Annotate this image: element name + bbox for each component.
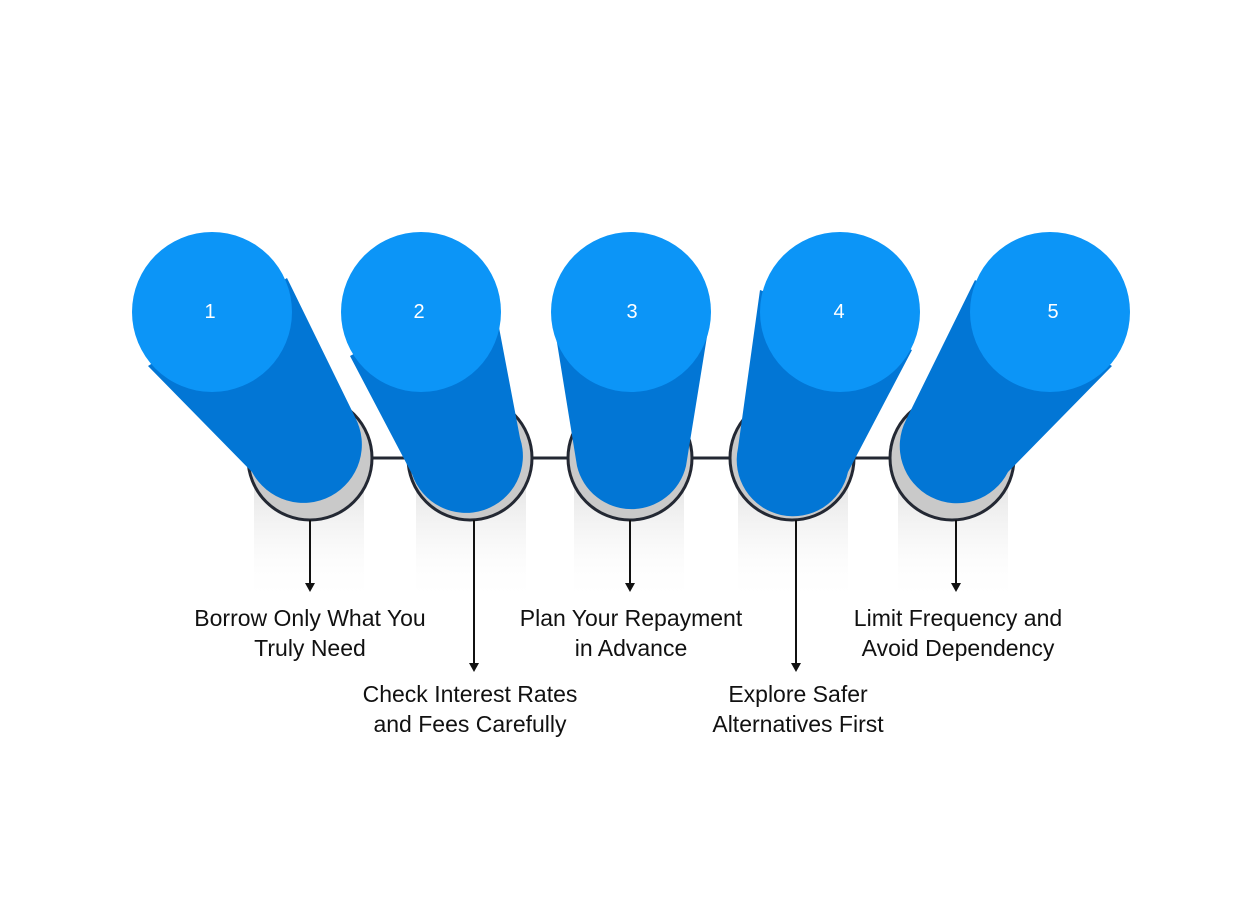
step-1-number: 1	[204, 301, 215, 323]
step-3-label-line-1: Plan Your Repayment	[519, 605, 743, 631]
step-5-number: 5	[1047, 301, 1058, 323]
step-4-cylinder-cap	[760, 232, 920, 392]
step-4-arrow-head	[791, 663, 801, 672]
step-5-label-line-2: Avoid Dependency	[861, 635, 1055, 661]
step-3-arrow-head	[625, 583, 635, 592]
step-5-arrow-head	[951, 583, 961, 592]
step-1-cylinder-cap	[132, 232, 292, 392]
step-3: 3	[551, 232, 711, 603]
step-2-label-line-1: Check Interest Rates	[362, 681, 578, 707]
step-3-label: Plan Your Repayment in Advance	[481, 603, 781, 663]
step-1-label-line-2: Truly Need	[254, 635, 366, 661]
step-1: 1	[132, 232, 374, 603]
step-2-label: Check Interest Rates and Fees Carefully	[320, 679, 620, 739]
step-5-cylinder-cap	[970, 232, 1130, 392]
step-3-number: 3	[626, 301, 637, 323]
step-4-number: 4	[833, 301, 844, 323]
step-1-label-line-1: Borrow Only What You	[194, 605, 426, 631]
step-2-label-line-2: and Fees Carefully	[373, 711, 567, 737]
step-2-arrow-head	[469, 663, 479, 672]
step-5-label: Limit Frequency and Avoid Dependency	[808, 603, 1108, 663]
step-3-label-line-2: in Advance	[574, 635, 688, 661]
step-4: 4	[728, 232, 920, 672]
step-4-label-line-2: Alternatives First	[712, 711, 884, 737]
step-4-label-line-1: Explore Safer	[728, 681, 868, 707]
step-2: 2	[341, 232, 534, 672]
step-2-number: 2	[413, 301, 424, 323]
step-4-label: Explore Safer Alternatives First	[648, 679, 948, 739]
step-3-cylinder-cap	[551, 232, 711, 392]
step-2-cylinder-cap	[341, 232, 501, 392]
step-5: 5	[888, 232, 1130, 603]
step-1-arrow-head	[305, 583, 315, 592]
step-5-label-line-1: Limit Frequency and	[853, 605, 1063, 631]
step-1-label: Borrow Only What You Truly Need	[160, 603, 460, 663]
